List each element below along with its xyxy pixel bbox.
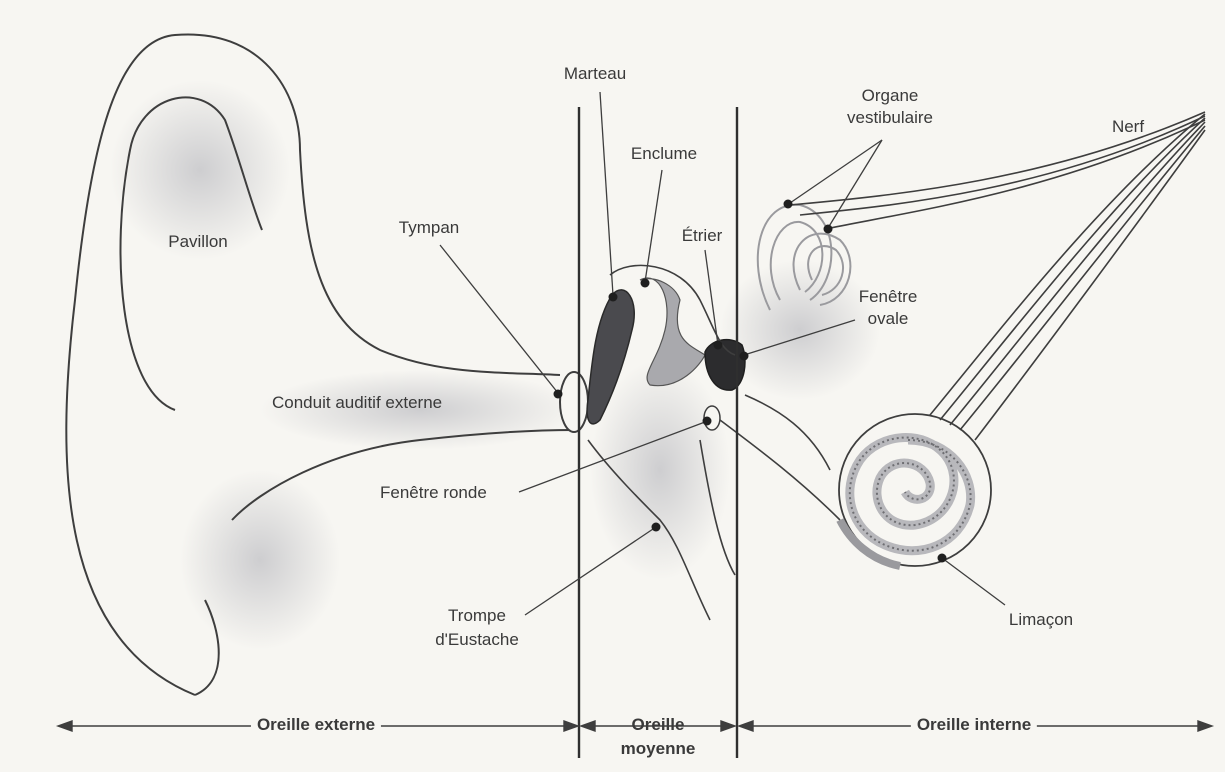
section-oreille-moyenne-line1: Oreille — [626, 715, 691, 735]
label-enclume: Enclume — [631, 144, 697, 164]
section-oreille-interne: Oreille interne — [911, 715, 1037, 735]
label-organe-line1: Organe — [862, 86, 919, 106]
label-tympan: Tympan — [399, 218, 459, 238]
label-limacon: Limaçon — [1009, 610, 1073, 630]
section-oreille-moyenne-line2: moyenne — [615, 739, 702, 759]
label-trompe-line1: Trompe — [448, 606, 506, 626]
label-fenetre-ronde: Fenêtre ronde — [380, 483, 487, 503]
label-etrier: Étrier — [682, 226, 723, 246]
ear-shading — [110, 80, 880, 650]
label-fenetre-ovale-line2: ovale — [868, 309, 909, 329]
label-fenetre-ovale-line1: Fenêtre — [859, 287, 918, 307]
cochlea — [839, 414, 991, 566]
label-nerf: Nerf — [1112, 117, 1144, 137]
nerve-fibers — [790, 112, 1205, 440]
label-conduit-auditif: Conduit auditif externe — [272, 393, 442, 413]
tympan-shape — [560, 372, 588, 432]
label-organe-line2: vestibulaire — [847, 108, 933, 128]
label-pavillon: Pavillon — [168, 232, 228, 252]
label-marteau: Marteau — [564, 64, 626, 84]
label-trompe-line2: d'Eustache — [435, 630, 519, 650]
section-oreille-externe: Oreille externe — [251, 715, 381, 735]
